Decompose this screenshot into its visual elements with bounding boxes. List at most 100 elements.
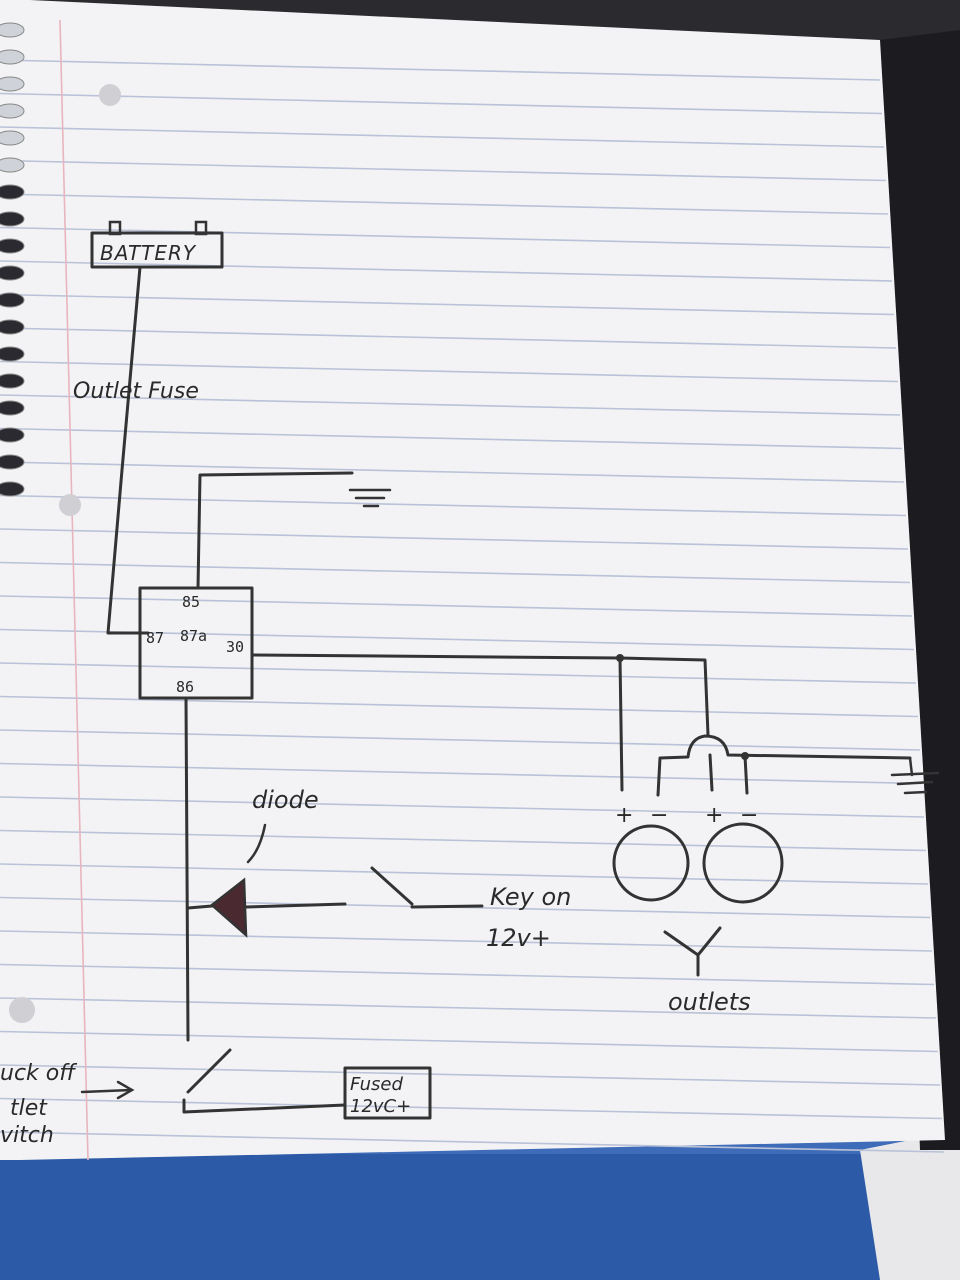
ruled-line xyxy=(0,1064,941,1086)
spiral-ring xyxy=(0,319,25,335)
fused-12v-box xyxy=(343,1066,432,1120)
relay-box xyxy=(138,586,254,700)
ruled-line xyxy=(0,327,897,349)
ruled-lines xyxy=(0,59,945,1153)
ruled-line xyxy=(0,260,893,282)
spiral-ring xyxy=(0,427,25,443)
kickoff-switch-blade xyxy=(186,1048,232,1094)
wire-junction-to-outlet1-plus xyxy=(618,656,624,792)
punch-hole-top xyxy=(99,84,121,106)
spiral-ring xyxy=(0,130,25,146)
paper-sheet xyxy=(0,0,945,1160)
spiral-ring xyxy=(0,76,25,92)
spiral-ring xyxy=(0,238,25,254)
ruled-line xyxy=(0,360,899,383)
ruled-line xyxy=(0,762,923,785)
relay-pin-86: 86 xyxy=(176,678,194,696)
spiral-ring xyxy=(0,184,25,200)
relay-pin-87: 87 xyxy=(146,629,164,647)
ruled-line xyxy=(0,1030,939,1053)
ruled-line xyxy=(0,829,927,852)
wire-to-outlet2-plus xyxy=(708,753,714,792)
spiral-ring xyxy=(0,157,25,173)
spiral-ring xyxy=(0,481,25,497)
spiral-ring xyxy=(0,400,25,416)
outlet-2 xyxy=(702,822,784,904)
margin-line xyxy=(59,19,89,1161)
ruled-line xyxy=(0,863,929,885)
switch-arrow xyxy=(80,1080,135,1100)
outlets-label: outlets xyxy=(668,988,751,1016)
outlets-bracket xyxy=(663,926,722,977)
punch-hole-bottom xyxy=(9,997,35,1023)
fused-label-2: 12vC+ xyxy=(350,1096,411,1117)
ground-symbol-outlets xyxy=(890,756,940,795)
cutting-mat xyxy=(0,1140,960,1280)
spiral-ring xyxy=(0,49,25,65)
ruled-line xyxy=(0,561,911,584)
outlet-1-minus: − xyxy=(650,803,668,828)
wire-outlet-negatives-to-ground xyxy=(656,734,912,797)
ruled-line xyxy=(0,729,921,751)
spiral-ring xyxy=(0,265,25,281)
punch-hole-middle xyxy=(59,494,81,516)
ruled-line xyxy=(0,59,881,81)
ruled-line xyxy=(0,126,885,148)
key-on-switch-blade xyxy=(370,866,414,906)
outlet-fuse-label: Outlet Fuse xyxy=(73,379,199,404)
switch-label-3: vitch xyxy=(0,1123,54,1148)
wire-switch-to-fused xyxy=(182,1098,347,1114)
ruled-line xyxy=(0,159,887,182)
spiral-ring xyxy=(0,346,25,362)
ruled-line xyxy=(0,293,895,316)
spiral-ring xyxy=(0,103,25,119)
outlet-1 xyxy=(612,824,690,902)
spiral-ring xyxy=(0,454,25,470)
ruled-line xyxy=(0,494,907,517)
black-binder xyxy=(880,30,960,1150)
relay-pin-85: 85 xyxy=(182,593,200,611)
relay-pin-87a: 87a xyxy=(180,627,207,645)
spiral-ring xyxy=(0,373,25,389)
relay-pin-30: 30 xyxy=(226,638,244,656)
wire-diode-to-86 xyxy=(186,904,214,910)
outlet-1-plus: + xyxy=(615,803,633,828)
ruled-line xyxy=(0,226,891,249)
wire-battery-to-87 xyxy=(106,265,150,635)
spiral-ring xyxy=(0,211,25,227)
battery-label: BATTERY xyxy=(100,241,197,265)
diode-label: diode xyxy=(252,786,319,814)
wire-to-outlet2-minus xyxy=(743,754,749,795)
spiral-binding xyxy=(0,22,25,497)
ruled-line xyxy=(0,796,925,818)
ruled-line xyxy=(0,394,901,416)
ruled-line xyxy=(0,930,933,952)
ruled-line xyxy=(0,92,883,115)
ruled-line xyxy=(0,427,903,450)
ruled-line xyxy=(0,695,919,718)
ruled-line xyxy=(0,193,889,215)
ruled-line xyxy=(0,662,917,684)
ruled-line xyxy=(0,528,909,550)
white-surface xyxy=(860,1130,960,1280)
wire-85-to-ground xyxy=(196,471,354,590)
key-on-label-2: 12v+ xyxy=(486,924,551,952)
diode-pointer xyxy=(246,823,267,864)
spiral-ring xyxy=(0,292,25,308)
ruled-line xyxy=(0,1097,943,1120)
wire-diode-input xyxy=(244,902,347,909)
battery-box xyxy=(90,231,224,269)
ruled-line xyxy=(0,628,915,651)
ground-symbol-relay xyxy=(348,488,392,508)
spiral-ring xyxy=(0,22,25,38)
wire-30-to-outlets xyxy=(250,653,710,737)
key-on-label-1: Key on xyxy=(490,883,571,911)
battery-symbol: BATTERY xyxy=(90,220,224,269)
outlet-2-minus: − xyxy=(740,803,758,828)
ruled-line xyxy=(0,461,905,483)
ruled-line xyxy=(0,1131,945,1153)
fused-label-1: Fused xyxy=(350,1074,403,1095)
wire-86-to-switch xyxy=(184,696,190,1042)
outlet-2-plus: + xyxy=(705,803,723,828)
